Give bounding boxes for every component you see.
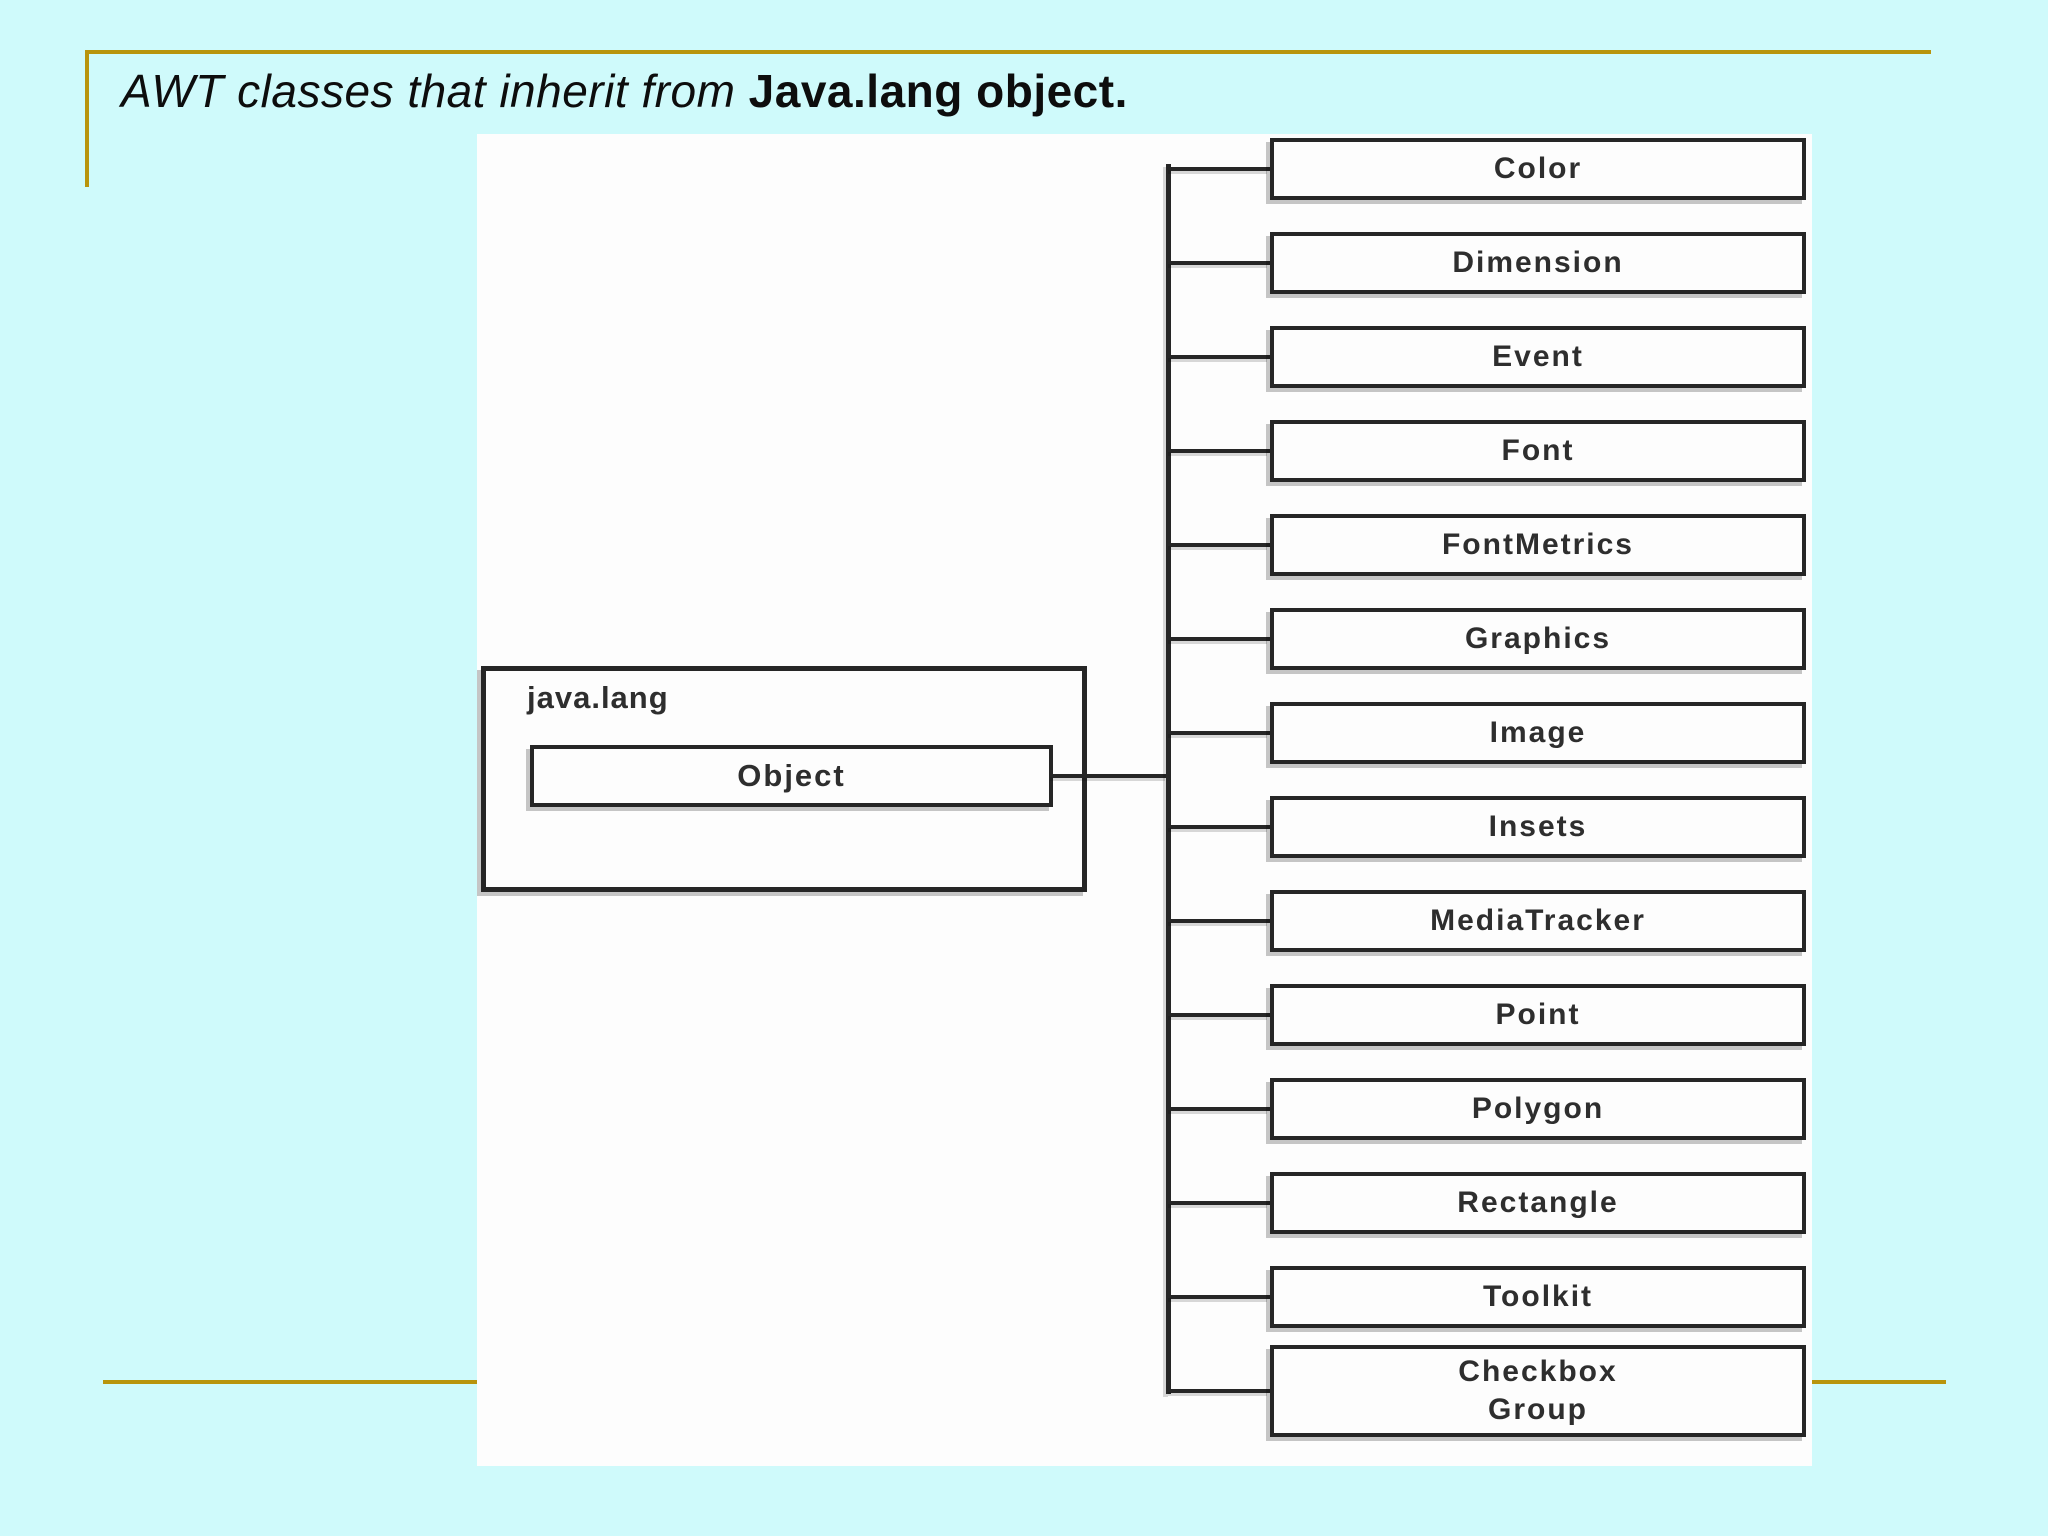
- class-box-mediatracker: MediaTracker: [1270, 890, 1806, 952]
- connector-line: [1171, 261, 1270, 265]
- object-connector-line: [1053, 774, 1168, 778]
- class-label: Dimension: [1452, 246, 1624, 279]
- connector-line: [1171, 1295, 1270, 1299]
- connector-line: [1171, 1107, 1270, 1111]
- connector-line: [1171, 1201, 1270, 1205]
- class-box-dimension: Dimension: [1270, 232, 1806, 294]
- inheritance-trunk-line: [1166, 164, 1171, 1394]
- top-accent-rule: [85, 50, 1931, 54]
- class-box-polygon: Polygon: [1270, 1078, 1806, 1140]
- class-box-image: Image: [1270, 702, 1806, 764]
- slide-title: AWT classes that inherit from Java.lang …: [121, 64, 1128, 118]
- class-label: Point: [1495, 998, 1581, 1031]
- class-label: Checkbox Group: [1458, 1355, 1618, 1426]
- class-box-insets: Insets: [1270, 796, 1806, 858]
- connector-line: [1171, 355, 1270, 359]
- class-box-event: Event: [1270, 326, 1806, 388]
- class-label: FontMetrics: [1441, 528, 1634, 561]
- class-label: MediaTracker: [1430, 904, 1646, 937]
- class-label: Event: [1492, 340, 1584, 373]
- slide-title-bold: Java.lang object.: [748, 65, 1128, 117]
- connector-line: [1171, 167, 1270, 171]
- slide-title-italic: AWT classes that inherit from: [121, 65, 749, 117]
- class-label: Font: [1501, 434, 1575, 467]
- class-box-fontmetrics: FontMetrics: [1270, 514, 1806, 576]
- class-label: Polygon: [1471, 1092, 1605, 1125]
- connector-line: [1171, 543, 1270, 547]
- class-label: Toolkit: [1482, 1280, 1594, 1313]
- left-accent-rule: [85, 50, 89, 187]
- class-box-color: Color: [1270, 138, 1806, 200]
- class-label: Insets: [1488, 810, 1588, 843]
- connector-line: [1171, 1389, 1270, 1393]
- connector-line: [1171, 637, 1270, 641]
- class-box-graphics: Graphics: [1270, 608, 1806, 670]
- class-box-checkbox-group: Checkbox Group: [1270, 1345, 1806, 1437]
- connector-line: [1171, 449, 1270, 453]
- class-box-toolkit: Toolkit: [1270, 1266, 1806, 1328]
- class-box-font: Font: [1270, 420, 1806, 482]
- connector-line: [1171, 919, 1270, 923]
- connector-line: [1171, 731, 1270, 735]
- class-box-point: Point: [1270, 984, 1806, 1046]
- class-label: Image: [1489, 716, 1587, 749]
- connector-line: [1171, 1013, 1270, 1017]
- class-box-rectangle: Rectangle: [1270, 1172, 1806, 1234]
- java-lang-package-label: java.lang: [527, 680, 669, 715]
- object-class-box: Object: [530, 745, 1053, 807]
- class-label: Color: [1493, 152, 1583, 185]
- class-label: Rectangle: [1457, 1186, 1619, 1219]
- class-label: Graphics: [1464, 622, 1612, 655]
- connector-line: [1171, 825, 1270, 829]
